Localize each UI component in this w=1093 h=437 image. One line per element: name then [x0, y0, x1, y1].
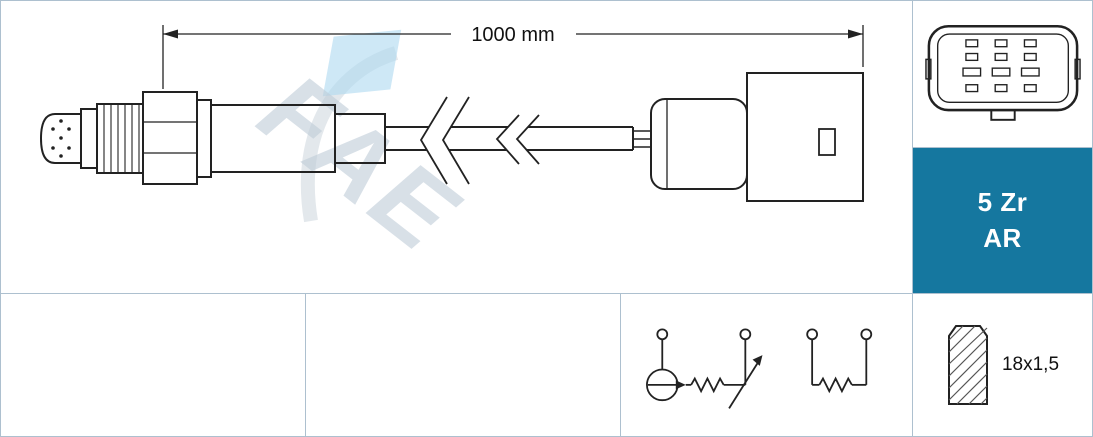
sensor-body-and-cable — [210, 96, 634, 185]
connector-pins — [961, 39, 1040, 93]
dimension-1000mm: 1000 mm — [162, 24, 864, 89]
connector-pinout-icon — [924, 24, 1081, 121]
dimension-label: 1000 mm — [471, 24, 554, 46]
thread-size-panel: 18x1,5 — [912, 293, 1093, 437]
connector-pinout-panel — [912, 0, 1093, 148]
sensor-tip — [39, 113, 82, 164]
oxygen-sensor-drawing: 1000 mm — [39, 24, 864, 202]
empty-cell-2 — [305, 293, 621, 437]
empty-cell-1 — [0, 293, 306, 437]
part-code-line1: 5 Zr — [977, 187, 1028, 218]
sensor-connector — [633, 72, 864, 202]
thread-size-icon — [947, 325, 988, 405]
sensor-drawing-panel: FAE 1000 mm — [0, 0, 913, 294]
part-code-line2: AR — [983, 222, 1022, 253]
thread-size-label: 18x1,5 — [1001, 354, 1060, 375]
part-code-panel: 5 Zr AR — [912, 147, 1093, 294]
wiring-schematic-panel — [620, 293, 913, 437]
sensor-thread-and-nut — [80, 91, 212, 185]
wiring-schematic-icon — [645, 328, 872, 409]
